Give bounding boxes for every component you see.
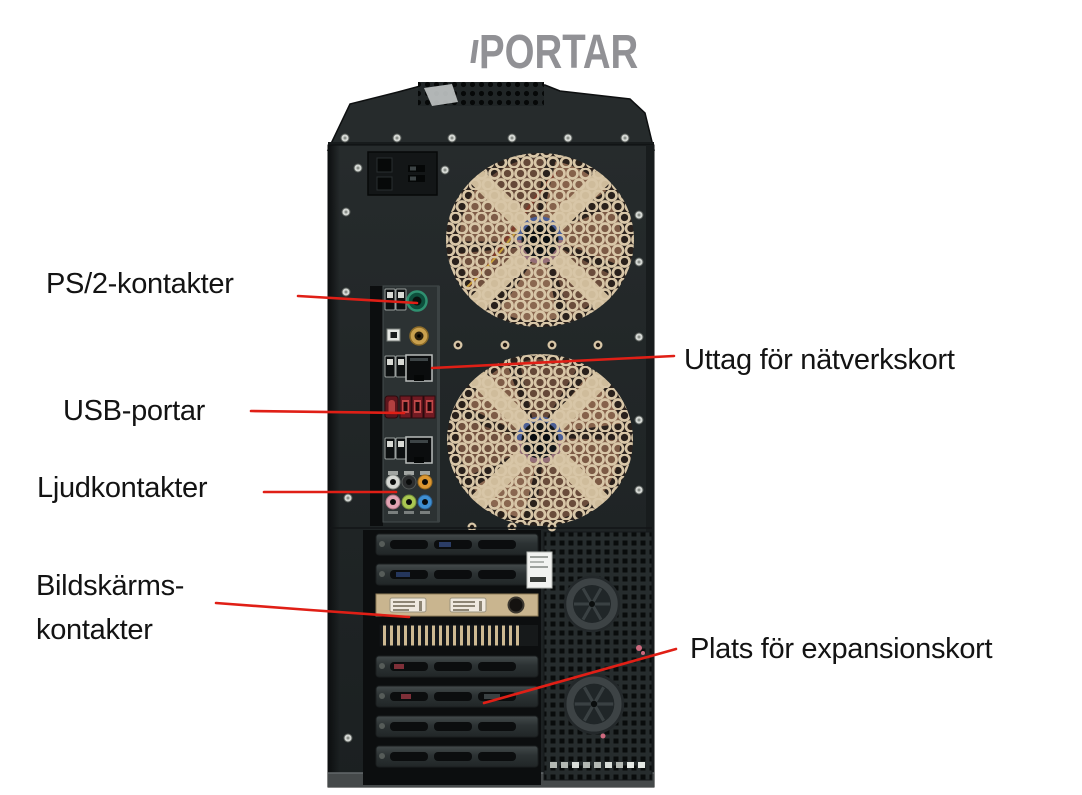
io-panel <box>370 285 440 526</box>
panel-vent-holes <box>453 340 603 532</box>
audio-jacks <box>385 471 433 514</box>
slot-cover <box>375 655 539 678</box>
label-audio-ports: Ljudkontakter <box>37 472 208 504</box>
vent-bottom-light-row <box>550 762 645 768</box>
case-top-cap <box>326 82 655 151</box>
ethernet-port <box>405 436 433 464</box>
slot-cover <box>375 715 539 738</box>
gpu-exhaust-vent <box>379 624 538 647</box>
label-display-ports: Bildskärms- kontakter <box>36 570 185 646</box>
page-title: PORTAR <box>479 26 639 79</box>
dvi-port <box>389 597 427 613</box>
label-ps2-ports: PS/2-kontakter <box>46 268 234 300</box>
vent-mesh-panel <box>543 531 653 781</box>
usb-port <box>384 355 396 378</box>
ps2-port <box>406 290 428 312</box>
title-artifact-mark <box>470 40 479 63</box>
usb-port <box>384 288 396 311</box>
label-network-port: Uttag för nätverkskort <box>684 344 955 376</box>
expansion-slot-covers <box>375 533 539 768</box>
coax-audio-port <box>409 326 429 346</box>
power-inset <box>367 151 438 196</box>
fan-grille-top <box>446 153 634 327</box>
spdif-optical-port <box>386 328 401 342</box>
label-expansion-slots: Plats för expansionskort <box>690 633 993 665</box>
vent-grommet <box>563 575 621 633</box>
dvi-port <box>449 597 487 613</box>
expansion-bay <box>363 530 541 785</box>
label-usb-ports: USB-portar <box>63 395 206 427</box>
usb-port <box>395 437 407 460</box>
tv-out-port <box>507 596 525 614</box>
slot-cover <box>375 563 539 586</box>
usb-port <box>384 437 396 460</box>
usb-port <box>395 355 407 378</box>
graphics-card-bracket <box>375 593 539 617</box>
slot-cover <box>375 685 539 708</box>
vent-grommet <box>563 673 625 735</box>
slot-cover <box>375 745 539 768</box>
slot-cover <box>375 533 539 556</box>
label-sticker <box>526 551 553 589</box>
red-usb-ports <box>384 395 436 419</box>
fan-grille-bottom <box>447 354 633 526</box>
computer-rear-photo <box>326 82 655 788</box>
ethernet-port <box>405 354 433 382</box>
usb-port <box>395 288 407 311</box>
